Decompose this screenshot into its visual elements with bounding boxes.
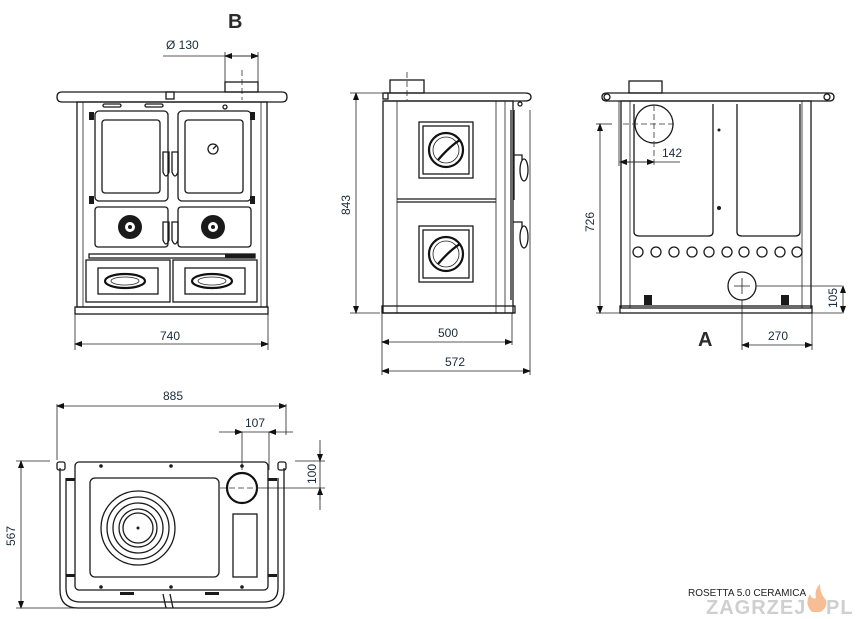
oven-door-left [94,110,169,202]
view-label-b: B [228,11,242,33]
dim-top-flue-y: 100 [305,464,319,484]
hotplate-area [89,477,220,578]
flue-outlet-rear [628,80,663,94]
air-holes-row [632,246,803,258]
watermark-text-right: PL [826,597,854,619]
drawer-right [172,259,258,303]
dim-flue-diameter: Ø 130 [166,38,199,52]
hotplate-rings [100,490,176,566]
dim-rear-height: 726 [583,212,597,232]
firebox-door-left [94,206,169,248]
stove-body [76,101,268,308]
flue-outlet [224,81,259,93]
dim-rear-air-inlet-offset: 270 [768,329,788,343]
plinth [74,306,269,315]
dim-side-depth-body: 500 [438,326,458,340]
view-label-a: A [698,329,712,351]
watermark: ZAGRZEJ PL [706,584,854,619]
water-tank-lid [232,513,258,578]
dim-top-width: 885 [163,389,183,403]
oven-door-right [177,110,252,202]
rear-view: 142 726 105 [583,80,846,351]
dim-front-width: 740 [160,329,180,343]
cooktop-top [74,461,269,591]
model-name: ROSETTA 5.0 CERAMICA [688,588,807,599]
dim-side-depth-total: 572 [445,355,465,369]
top-view: 885 107 100 567 [4,389,325,609]
drawer-left [85,259,171,303]
side-view: 843 500 572 [339,72,532,375]
flame-icon [807,584,827,612]
dim-rear-flue-offset: 142 [662,146,682,160]
dim-top-depth: 567 [4,526,18,546]
ceramic-tile-upper [418,121,474,179]
cooktop-plate [56,91,288,103]
ceramic-tile-lower [418,225,474,283]
dim-side-height: 843 [339,195,353,215]
watermark-text-left: ZAGRZEJ [706,597,806,619]
rear-body [620,100,812,309]
dim-rear-air-inlet-height: 105 [826,288,840,308]
dim-top-flue-x: 107 [245,416,265,430]
thermometer-icon [207,143,219,155]
front-view: B Ø 130 [56,11,288,350]
